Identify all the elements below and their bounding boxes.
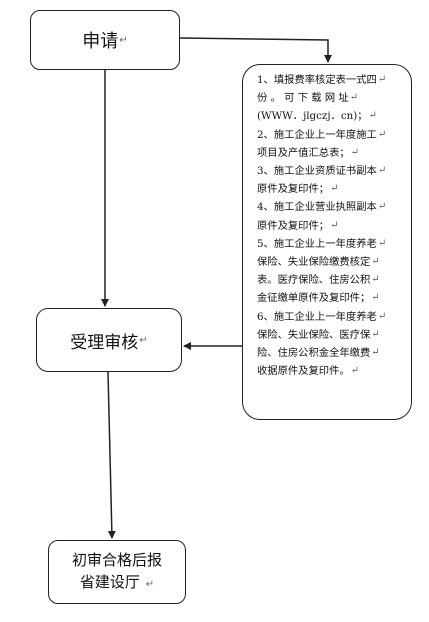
return-mark: ↵ [377,128,387,140]
document-line: 保险、失业保险、医疗保 [257,328,371,341]
node-final-approval: 初审合格后报 省建设厅 ↵ [48,540,186,604]
document-line: 险、住房公积金全年缴费 [257,347,371,360]
document-item: 保险、失业保险缴费核定↵ [257,253,403,271]
document-item: 险、住房公积金全年缴费↵ [257,344,403,362]
document-item: 保险、失业保险、医疗保↵ [257,326,403,344]
return-mark: ↵ [350,146,360,158]
return-mark: ↵ [377,201,387,213]
node-apply: 申请 ↵ [30,10,180,70]
document-line: 金征缴单原件及复印件； [257,292,371,305]
document-line: 5、施工企业上一年度养老 [257,237,377,250]
arrow-apply-to-documents [179,37,332,63]
document-item: 1、填报费率核定表一式四↵ [257,71,403,89]
document-item: 原件及复印件；↵ [257,180,403,198]
return-mark: ↵ [371,347,380,359]
document-line: 6、施工企业上一年度养老 [257,310,377,323]
node-apply-label: 申请 [82,31,119,52]
document-item: 份 。 可 下 载 网 址↵ [257,89,403,107]
document-line: 4、施工企业营业执照副本 [257,201,377,214]
document-item: 收据原件及复印件。↵ [257,362,403,380]
node-required-documents: 1、填报费率核定表一式四↵份 。 可 下 载 网 址↵(WWW．jlgczj．c… [242,64,412,420]
return-mark: ↵ [349,92,359,104]
return-mark: ↵ [145,578,155,590]
node-review: 受理审核 ↵ [36,308,182,372]
document-line: 原件及复印件； [257,219,330,232]
document-item: 原件及复印件；↵ [257,217,403,235]
return-mark: ↵ [377,165,387,177]
return-mark: ↵ [377,310,387,322]
document-item: 3、施工企业资质证书副本↵ [257,162,403,180]
node-final-label-line1: 初审合格后报 [71,550,162,569]
document-item: 金征缴单原件及复印件；↵ [257,289,403,307]
document-item: 2、施工企业上一年度施工↵ [257,126,403,144]
document-item: 6、施工企业上一年度养老↵ [257,308,403,326]
return-mark: ↵ [377,74,387,85]
return-mark: ↵ [119,34,128,46]
document-line: 3、施工企业资质证书副本 [257,165,377,178]
document-item: 项目及产值汇总表；↵ [257,144,403,162]
document-item: (WWW．jlgczj．cn)；↵ [257,107,403,125]
document-line: 保险、失业保险缴费核定 [257,256,371,269]
return-mark: ↵ [371,292,380,304]
document-item: 4、施工企业营业执照副本↵ [257,198,403,216]
document-line: 原件及复印件； [257,183,330,196]
document-line: 2、施工企业上一年度施工 [257,128,377,141]
document-line: 收据原件及复印件。 [257,365,350,378]
document-line: (WWW．jlgczj．cn)； [257,110,368,123]
node-final-label-line2: 省建设厅 [79,572,140,591]
return-mark: ↵ [377,237,387,249]
return-mark: ↵ [330,183,339,195]
return-mark: ↵ [350,365,360,377]
return-mark: ↵ [368,110,377,122]
return-mark: ↵ [371,274,380,286]
return-mark: ↵ [371,328,380,340]
document-line: 表。医疗保险、住房公积 [257,274,371,287]
return-mark: ↵ [330,219,339,231]
document-line: 1、填报费率核定表一式四 [257,74,377,86]
return-mark: ↵ [371,256,380,268]
return-mark: ↵ [139,334,148,346]
arrow-review-to-final [107,371,116,539]
document-line: 项目及产值汇总表； [257,146,350,159]
document-item: 5、施工企业上一年度养老↵ [257,235,403,253]
document-item: 表。医疗保险、住房公积↵ [257,271,403,289]
document-line: 份 。 可 下 载 网 址 [257,92,349,105]
node-review-label: 受理审核 [70,332,139,353]
